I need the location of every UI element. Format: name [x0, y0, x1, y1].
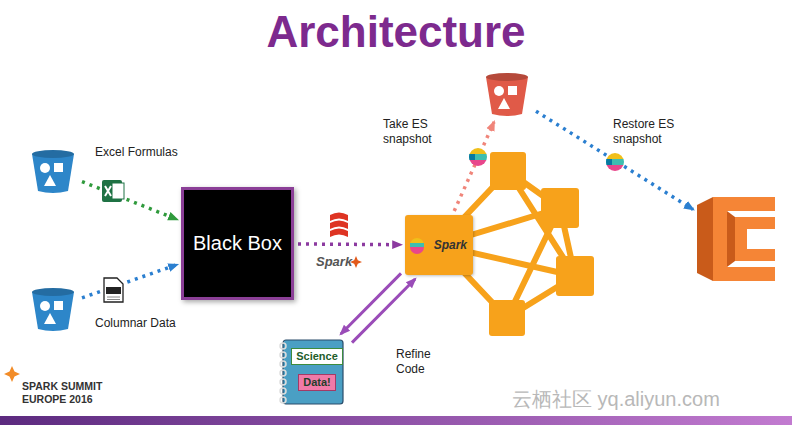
diagram-title: Architecture	[0, 8, 792, 56]
worker-box	[541, 188, 579, 228]
notebook-ring	[280, 370, 286, 376]
edge-label: Take ES snapshot	[383, 117, 445, 147]
es-band	[606, 153, 624, 159]
csv-lines	[107, 297, 120, 300]
bucket-body	[32, 292, 74, 331]
scala-layer	[330, 221, 348, 230]
es-band	[606, 159, 612, 165]
es-logo	[410, 238, 424, 254]
worker-box	[489, 300, 525, 336]
csv-icon	[104, 278, 123, 302]
bucket-circle	[40, 301, 50, 311]
bucket-triangle	[498, 98, 510, 109]
es-logo-mid	[410, 243, 424, 247]
aws-gap	[727, 211, 775, 267]
bucket-circle	[40, 163, 50, 173]
aws-inner	[735, 217, 775, 261]
notebook-ring	[280, 379, 286, 385]
flow-arrow	[352, 279, 415, 343]
es-band	[606, 165, 624, 171]
storage-bucket	[28, 145, 78, 195]
worker-box	[556, 256, 594, 296]
cloud-service-icon-shape	[697, 183, 777, 291]
notebook-cover	[283, 340, 343, 404]
es-logo-bottom	[410, 247, 424, 254]
notebook-ring	[280, 388, 286, 394]
bucket-body	[486, 77, 528, 116]
node-label: Data!	[298, 374, 336, 391]
process-box: Black Box	[181, 187, 294, 300]
csv-page	[104, 278, 123, 302]
node-label: Black Box	[193, 232, 282, 255]
es-band	[469, 154, 487, 160]
bucket-square	[508, 86, 517, 95]
bucket-rim	[32, 288, 74, 296]
cloud-service-icon	[697, 183, 777, 291]
aws-inner-side	[727, 211, 735, 267]
excel-x	[105, 186, 111, 196]
aws-body	[713, 197, 775, 281]
flow-arrow	[82, 265, 177, 298]
notebook-ring	[280, 397, 286, 403]
aws-side	[697, 197, 713, 281]
storage-bucket-shape	[28, 283, 78, 333]
bucket-rim	[486, 73, 528, 81]
node-label: Science	[291, 348, 343, 365]
storage-bucket-shape	[482, 68, 532, 118]
storage-bucket	[482, 68, 532, 118]
summit-logo	[4, 366, 20, 382]
edge-label: Spark	[316, 254, 356, 270]
aws-inner-gap	[747, 229, 775, 249]
bucket-circle	[494, 86, 504, 96]
summit-star	[4, 366, 20, 382]
bucket-triangle	[44, 175, 56, 186]
notebook-ring	[280, 343, 286, 349]
elasticsearch-icon	[606, 153, 624, 171]
scala-icon	[330, 213, 348, 238]
scala-layer	[330, 229, 348, 238]
watermark: 云栖社区 yq.aliyun.com	[512, 386, 782, 413]
excel-icon	[102, 180, 124, 202]
bucket-body	[32, 154, 74, 193]
bucket-rim	[32, 150, 74, 158]
node-label: Spark	[434, 238, 467, 252]
edge-label: Columnar Data	[95, 316, 195, 331]
footer-bar	[0, 416, 792, 425]
es-logo	[606, 153, 624, 171]
storage-bucket-shape	[28, 145, 78, 195]
bucket-triangle	[44, 313, 56, 324]
es-band	[469, 160, 487, 166]
flow-arrow	[298, 242, 401, 246]
edge-label: Restore ES snapshot	[613, 117, 693, 147]
scala-layer	[330, 213, 348, 222]
excel-sheet	[112, 183, 124, 199]
edge-label: Refine Code	[396, 347, 442, 377]
flow-arrow	[82, 182, 177, 220]
bucket-square	[54, 163, 63, 172]
es-logo	[469, 148, 487, 166]
notebook-ring	[280, 352, 286, 358]
edge-label: Excel Formulas	[95, 145, 195, 160]
cluster-node: Spark	[405, 215, 473, 275]
bucket-square	[54, 301, 63, 310]
storage-bucket	[28, 283, 78, 333]
notebook-ring	[280, 361, 286, 367]
cluster-workers	[489, 152, 594, 336]
worker-box	[490, 152, 526, 190]
flow-arrow	[536, 111, 693, 209]
csv-band	[106, 287, 121, 294]
flow-arrow	[454, 122, 494, 211]
es-band	[606, 159, 624, 165]
elasticsearch-icon	[469, 148, 487, 166]
footer-text: SPARK SUMMIT EUROPE 2016	[22, 380, 132, 406]
notebook-icon: ScienceData!	[278, 338, 348, 406]
es-band	[469, 154, 475, 160]
es-band	[469, 148, 487, 154]
